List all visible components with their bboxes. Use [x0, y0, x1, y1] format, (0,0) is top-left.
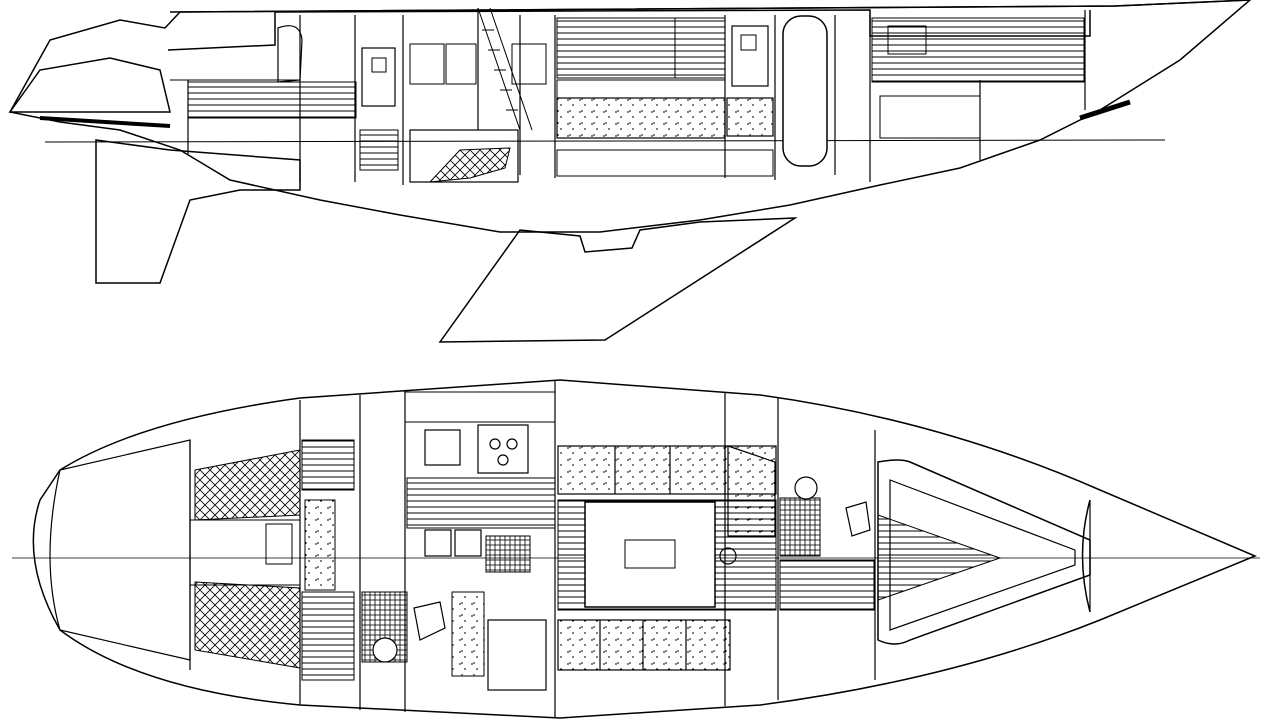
fwd-head-door-window	[740, 34, 757, 51]
aft-table	[265, 523, 293, 565]
profile-liner-mid	[674, 17, 726, 79]
galley-sole	[406, 477, 556, 529]
galley-sink-1	[424, 529, 452, 557]
fwd-sink	[845, 501, 871, 537]
forward-doorway	[782, 15, 828, 167]
galley-stove	[477, 424, 529, 474]
settee-port	[557, 445, 777, 537]
aft-cockpit-floor	[190, 519, 300, 586]
plan-view	[12, 379, 1260, 719]
fwd-hanging-locker	[779, 559, 875, 611]
plan-transom	[49, 439, 191, 661]
profile-cabinet-3	[511, 43, 547, 85]
companionway-steps	[485, 535, 531, 573]
aft-cabin-seat-stbd	[301, 591, 355, 681]
stove-burner-2	[506, 438, 518, 450]
profile-galley-lockers-2	[726, 97, 774, 137]
stove-burner-1	[489, 438, 501, 450]
aft-locker-port	[304, 499, 336, 591]
nav-station	[487, 619, 547, 691]
chain-locker	[1081, 499, 1091, 613]
settee-stbd	[557, 619, 731, 671]
keel	[438, 217, 798, 343]
stern-stripe	[39, 116, 171, 128]
galley-block	[404, 391, 556, 423]
profile-waterline	[44, 139, 1166, 143]
profile-cabinet-1	[409, 43, 445, 85]
rudder	[95, 139, 301, 284]
fwd-head-door	[731, 25, 769, 87]
engine	[428, 147, 511, 183]
aft-cabin-door	[361, 47, 396, 107]
cabin-trunk	[167, 9, 1091, 51]
aft-head-locker	[451, 591, 485, 677]
aft-cabin-door-window	[371, 57, 387, 73]
plan-hull	[32, 379, 1257, 719]
v-berth	[877, 459, 1091, 645]
cockpit-wheel	[277, 25, 303, 83]
fwd-toilet	[794, 476, 818, 500]
bow-stripe	[1079, 99, 1131, 121]
table-leaf	[624, 539, 676, 569]
profile-hull	[8, 0, 1252, 233]
profile-view	[8, 0, 1252, 343]
profile-seat-base	[556, 149, 774, 177]
profile-cabinet-fwd	[887, 25, 927, 55]
stove-burner-3	[497, 454, 509, 466]
saloon-table	[584, 501, 716, 608]
profile-berth-fwd	[879, 95, 981, 139]
stbd-quarter-berth	[194, 581, 301, 669]
profile-stern	[8, 57, 171, 113]
fwd-head	[779, 497, 821, 557]
profile-liner-fwd	[871, 17, 1085, 83]
v-berth-infill	[877, 514, 1002, 601]
galley-sink-2	[454, 529, 482, 557]
profile-liner-aft	[187, 81, 357, 119]
profile-galley-lockers	[556, 97, 726, 139]
aft-sink	[413, 601, 446, 641]
companionway-ladder	[477, 7, 533, 131]
galley-fridge	[424, 429, 461, 466]
aft-toilet	[372, 637, 398, 663]
profile-cabinet-2	[445, 43, 477, 85]
galley-counter	[556, 79, 726, 99]
port-quarter-berth	[194, 449, 301, 521]
profile-engine-box	[409, 129, 519, 183]
profile-drawers	[359, 129, 399, 171]
mast-step	[719, 547, 737, 565]
aft-cabin-seat-port	[301, 439, 355, 491]
